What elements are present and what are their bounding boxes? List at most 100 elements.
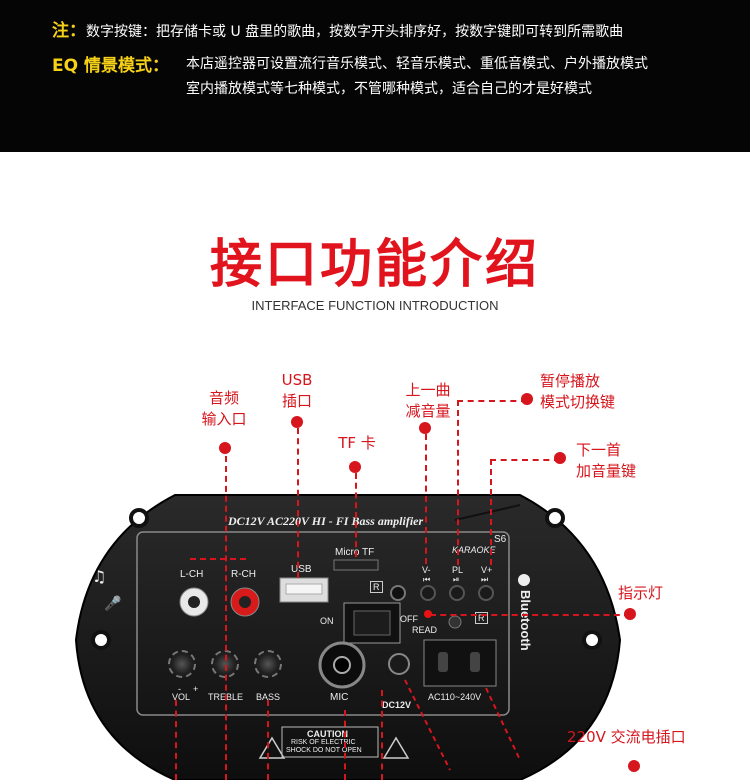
indicator-line bbox=[430, 614, 630, 616]
board-header: DC12V AC220V HI - FI Bass amplifier bbox=[228, 514, 424, 528]
microphone-icon: 🎤 bbox=[104, 594, 122, 612]
pl-label: PL bbox=[452, 565, 464, 575]
usb-callout-1: USB bbox=[281, 371, 313, 389]
warning-triangle-left-icon bbox=[258, 736, 286, 759]
audio-in-line bbox=[225, 456, 227, 780]
power-rocker bbox=[353, 610, 391, 636]
pause-line-v bbox=[457, 400, 459, 565]
dc-jack bbox=[388, 653, 410, 675]
warning-triangle-right-icon bbox=[382, 736, 410, 759]
lch-jack-core bbox=[188, 596, 200, 608]
usb-callout-label: USB 插口 bbox=[272, 370, 322, 412]
music-note-icon: ♫ bbox=[92, 567, 106, 586]
vminus-label: V- bbox=[422, 565, 431, 575]
off-label: OFF bbox=[400, 614, 418, 624]
rch-jack-core bbox=[239, 596, 251, 608]
vol-knob[interactable] bbox=[168, 650, 196, 678]
next-volume-up-button[interactable] bbox=[478, 585, 494, 601]
vol-minus: - bbox=[178, 684, 181, 694]
microtf-label: Micro TF bbox=[335, 547, 375, 558]
dc12v-label: DC12V bbox=[382, 700, 412, 710]
antenna-wire bbox=[454, 504, 521, 521]
ac-range-label: AC110~240V bbox=[428, 692, 482, 702]
rch-label: R-CH bbox=[231, 569, 256, 580]
vol-plus: + bbox=[193, 684, 199, 694]
mount-hole-right bbox=[582, 630, 602, 650]
usb-port-inner bbox=[285, 583, 323, 595]
prev-volume-down-button[interactable] bbox=[420, 585, 436, 601]
usb-dot bbox=[291, 416, 303, 428]
indicator-dot bbox=[624, 608, 636, 620]
bass-label: BASS bbox=[256, 692, 281, 702]
next-track-icon: ⏭ bbox=[481, 575, 488, 584]
on-label: ON bbox=[320, 616, 334, 626]
vplus-label: V+ bbox=[481, 565, 493, 575]
mount-hole-top-right bbox=[545, 508, 565, 528]
note-text: 数字按键：把存储卡或 U 盘里的歌曲，按数字开头排序好，按数字键即可转到所需歌曲 bbox=[86, 24, 624, 40]
usb-label: USB bbox=[291, 564, 312, 575]
next-line-h bbox=[490, 459, 560, 461]
usb-line bbox=[297, 428, 299, 578]
next-callout-2: 加音量键 bbox=[576, 462, 637, 480]
notes-banner: 注：数字按键：把存储卡或 U 盘里的歌曲，按数字开头排序好，按数字键即可转到所需… bbox=[0, 0, 750, 152]
lch-label: L-CH bbox=[180, 569, 204, 580]
board-panel bbox=[136, 531, 510, 716]
eq-label: EQ 情景模式： bbox=[52, 56, 169, 76]
ac-socket-callout-label: 220V 交流电插口 bbox=[567, 728, 686, 746]
bass-down-line bbox=[267, 700, 269, 780]
mic-down-line bbox=[344, 710, 346, 780]
prev-track-icon: ⏮ bbox=[423, 575, 430, 584]
prev-line bbox=[425, 434, 427, 564]
next-callout-1: 下一首 bbox=[576, 441, 622, 459]
indicator-led bbox=[424, 610, 432, 618]
next-callout-label: 下一首 加音量键 bbox=[576, 440, 636, 482]
ac-socket bbox=[423, 639, 497, 687]
r-mark-2: R bbox=[475, 612, 488, 624]
caution-box bbox=[281, 726, 379, 758]
pause-line-h bbox=[457, 400, 527, 402]
caution-line-2: RISK OF ELECTRIC bbox=[291, 739, 356, 746]
read-label: READ bbox=[412, 625, 438, 635]
section-subtitle: INTERFACE FUNCTION INTRODUCTION bbox=[251, 298, 499, 313]
note-line-1: 注：数字按键：把存储卡或 U 盘里的歌曲，按数字开头排序好，按数字键即可转到所需… bbox=[52, 16, 623, 41]
audio-in-label-2: 输入口 bbox=[201, 410, 247, 428]
audio-in-bracket bbox=[190, 558, 246, 560]
mic-label: MIC bbox=[330, 692, 349, 703]
board-brand: KARAOKE bbox=[452, 545, 496, 555]
prev-callout-2: 减音量 bbox=[405, 402, 451, 420]
pause-dot bbox=[521, 393, 533, 405]
pause-mode-button[interactable] bbox=[449, 585, 465, 601]
board-model: S6 bbox=[494, 534, 507, 545]
pause-callout-label: 暂停播放 模式切换键 bbox=[540, 371, 615, 413]
usb-callout-2: 插口 bbox=[281, 392, 312, 410]
pause-callout-2: 模式切换键 bbox=[540, 393, 616, 411]
mount-hole-left bbox=[91, 630, 111, 650]
caution-title: CAUTION bbox=[307, 729, 348, 739]
next-dot bbox=[554, 452, 566, 464]
tf-slot bbox=[333, 559, 379, 571]
earphone-jack bbox=[390, 585, 406, 601]
indicator-callout-label: 指示灯 bbox=[618, 584, 664, 602]
dc-down-line bbox=[381, 690, 383, 780]
mount-hole-top-left bbox=[129, 508, 149, 528]
audio-in-dot bbox=[219, 442, 231, 454]
ir-receiver bbox=[448, 615, 462, 629]
tf-dot bbox=[349, 461, 361, 473]
section-title: 接口功能介绍 bbox=[209, 235, 540, 295]
audio-in-label-1: 音频 bbox=[208, 389, 239, 407]
prev-callout-1: 上一曲 bbox=[405, 381, 451, 399]
power-switch bbox=[343, 602, 401, 644]
caution-line-3: SHOCK DO NOT OPEN bbox=[286, 747, 362, 754]
audio-in-label: 音频 输入口 bbox=[196, 388, 252, 430]
eq-text-1: 本店遥控器可设置流行音乐模式、轻音乐模式、重低音模式、户外播放模式 bbox=[186, 56, 648, 72]
ac-pin-left bbox=[438, 652, 448, 672]
note-label: 注： bbox=[52, 21, 86, 41]
eq-text-2: 室内播放模式等七种模式，不管哪种模式，适合自己的才是好模式 bbox=[186, 81, 592, 97]
prev-dot bbox=[419, 422, 431, 434]
bass-knob[interactable] bbox=[254, 650, 282, 678]
r-mark-1: R bbox=[370, 581, 383, 593]
vol-label: VOL bbox=[172, 692, 191, 702]
pause-callout-1: 暂停播放 bbox=[540, 372, 601, 390]
